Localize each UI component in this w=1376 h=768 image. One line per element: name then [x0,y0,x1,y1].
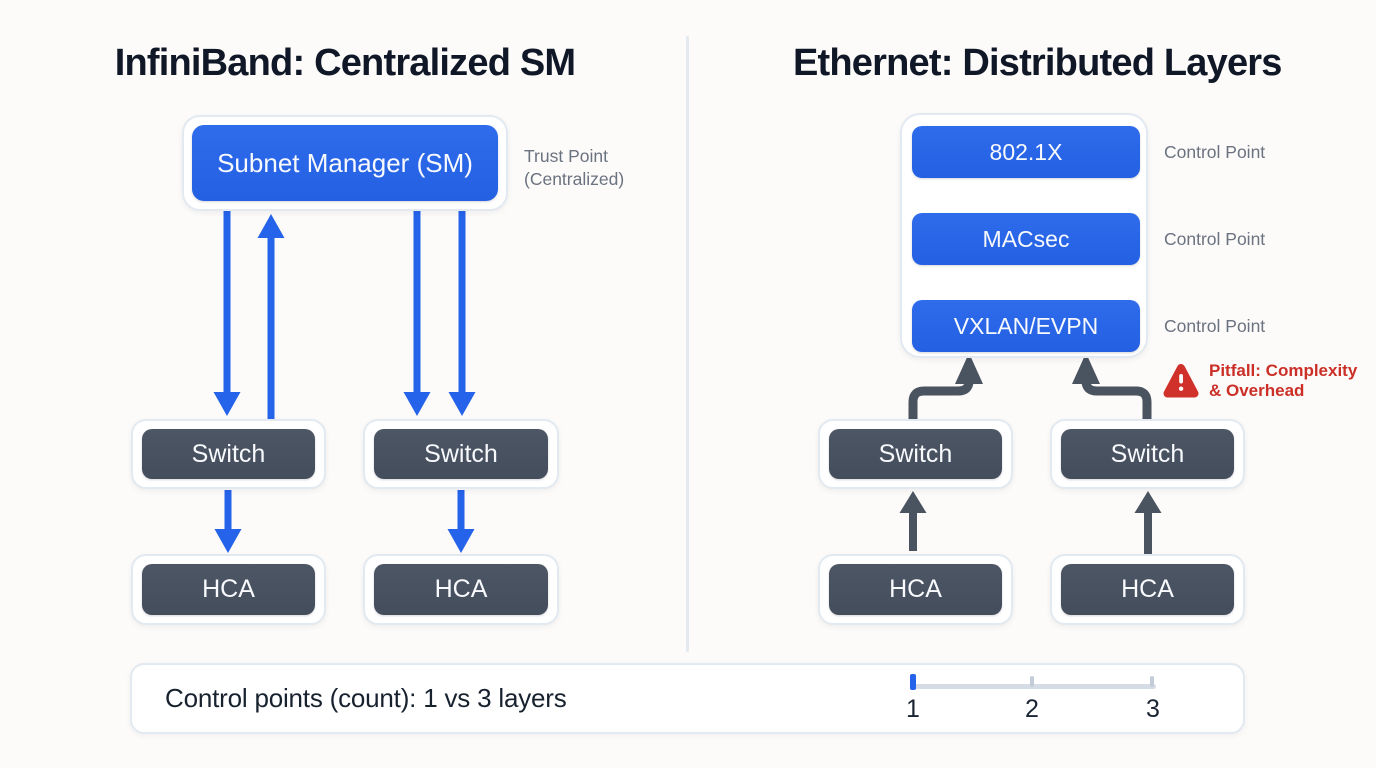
eth-hca-1-box: HCA [829,564,1002,615]
switch3-to-vxlan-elbow-arrow [908,353,983,419]
eth-hca-2-node: HCA [1050,554,1245,625]
layer-vxlan-box: VXLAN/EVPN [912,300,1140,352]
sm-to-switch1-down-arrow [213,211,241,416]
control-point-note-3: Control Point [1164,316,1266,336]
warning-icon [1163,364,1199,398]
eth-switch-1-box: Switch [829,429,1002,479]
switch4-to-vxlan-elbow-arrow [1072,353,1152,419]
switch1-to-hca1-arrow [214,490,242,553]
eth-hca-1-node: HCA [818,554,1013,625]
scale-label-3: 3 [1146,695,1160,723]
ib-switch-2-box: Switch [374,429,548,479]
pitfall-note: Pitfall: Complexity & Overhead [1209,361,1358,400]
subnet-manager-node: Subnet Manager (SM) [182,115,508,211]
ib-hca-1-node: HCA [131,554,326,625]
ib-switch-2-node: Switch [363,419,559,489]
sm-to-switch2-down-arrow-b [448,211,476,416]
right-panel-title: Ethernet: Distributed Layers [793,42,1282,84]
layer-macsec-box: MACsec [912,213,1140,265]
ib-switch-1-box: Switch [142,429,315,479]
control-point-note-1: Control Point [1164,142,1266,162]
ib-switch-1-node: Switch [131,419,326,489]
eth-switch-2-node: Switch [1050,419,1245,489]
footer-summary-bar: Control points (count): 1 vs 3 layers 1 … [130,663,1245,734]
ethernet-layer-stack: 802.1X MACsec VXLAN/EVPN [900,113,1148,358]
layer-8021x-box: 802.1X [912,126,1140,178]
ib-hca-2-box: HCA [374,564,548,615]
scale-label-1: 1 [906,695,920,723]
hca3-to-switch3-arrow [899,491,927,551]
subnet-manager-box: Subnet Manager (SM) [192,125,498,201]
control-point-note-2: Control Point [1164,229,1266,249]
hca4-to-switch4-arrow [1134,491,1162,554]
footer-caption: Control points (count): 1 vs 3 layers [165,683,567,713]
scale-tick-2 [1030,676,1034,687]
panel-divider [686,36,689,652]
switch1-to-sm-up-arrow [257,214,285,419]
trust-point-note: Trust Point (Centralized) [524,146,625,189]
switch2-to-hca2-arrow [447,490,475,553]
scale-label-2: 2 [1025,695,1039,723]
sm-to-switch2-down-arrow-a [403,211,431,416]
ib-hca-1-box: HCA [142,564,315,615]
eth-switch-1-node: Switch [818,419,1013,489]
scale-tick-1-selected [910,674,916,690]
scale-tick-3 [1150,676,1154,687]
ib-hca-2-node: HCA [363,554,559,625]
eth-switch-2-box: Switch [1061,429,1234,479]
left-panel-title: InfiniBand: Centralized SM [114,42,576,84]
eth-hca-2-box: HCA [1061,564,1234,615]
